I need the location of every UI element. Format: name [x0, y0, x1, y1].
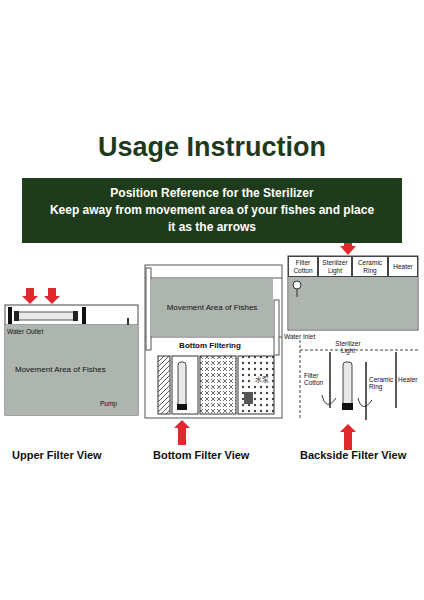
node-text: Sterilizer Light [320, 259, 350, 274]
part-label: 水泵 [254, 376, 270, 383]
compartment-cell: Filter Cotton [288, 256, 318, 277]
port-label: Water Inlet [284, 333, 315, 340]
bottom-filter-tank [145, 265, 282, 445]
compartment-cell: Sterilizer Light [318, 256, 352, 277]
view-caption: Backside Filter View [300, 449, 406, 461]
node-text: Bottom Filtering [177, 341, 243, 350]
tank-water-region: Movement Area of Fishes [5, 325, 138, 415]
part-label: Heater [398, 376, 418, 383]
node-text: Ceramic Ring [354, 259, 386, 274]
part-label: Ceramic Ring [369, 376, 395, 390]
upper-filter-tank [5, 288, 138, 415]
port-label: Water Outlet [7, 328, 43, 335]
filter-area: Bottom Filtering [160, 340, 260, 354]
node-text: Filter Cotton [290, 259, 316, 274]
compartment-cell: Heater [388, 256, 418, 277]
node-text: Heater [393, 263, 413, 270]
part-label: Sterilizer Light [332, 340, 364, 354]
part-label: Pump [100, 400, 117, 407]
page-title: Usage Instruction [0, 133, 424, 163]
node-text: Keep away from movement area of your fis… [47, 202, 377, 236]
part-label: Filter Cotton [304, 372, 328, 386]
node-text: Movement Area of Fishes [167, 303, 258, 312]
tank-water-region: Movement Area of Fishes [151, 279, 273, 336]
node-text: Movement Area of Fishes [15, 365, 106, 374]
view-caption: Upper Filter View [12, 449, 102, 461]
instruction-banner: Position Reference for the SterilizerKee… [22, 178, 402, 243]
node-text: Position Reference for the Sterilizer [110, 185, 313, 202]
view-caption: Bottom Filter View [153, 449, 249, 461]
compartment-cell: Ceramic Ring [352, 256, 388, 277]
backside-filter-tank [288, 237, 418, 450]
